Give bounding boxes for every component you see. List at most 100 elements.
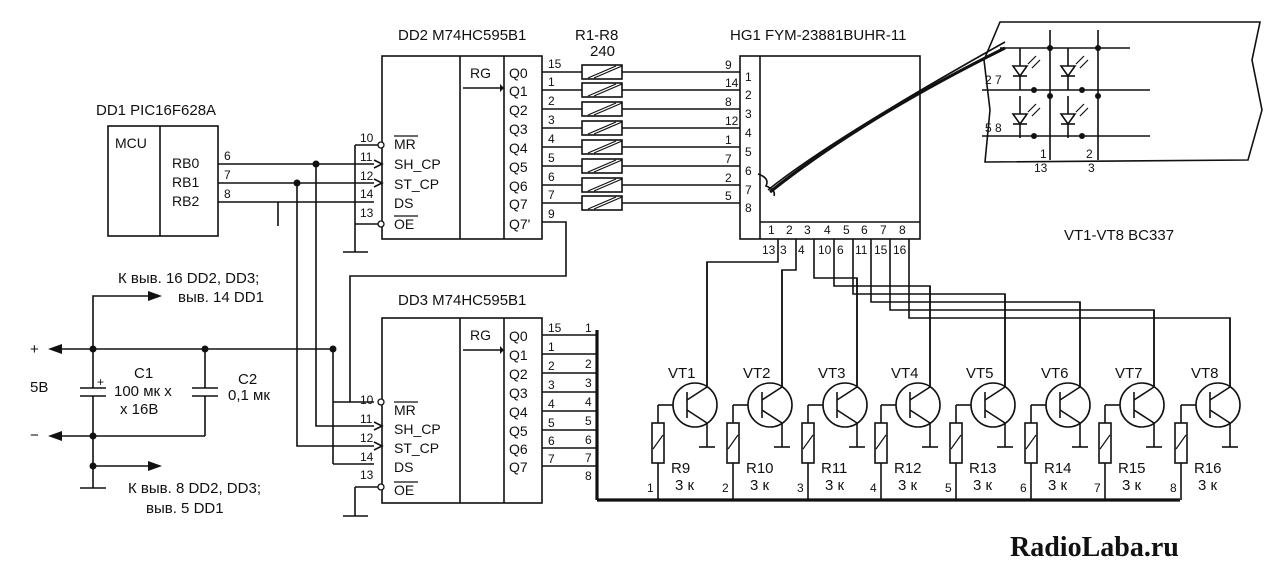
hg1-left-pin: 7 <box>725 152 732 166</box>
dd2-out: Q6 <box>509 178 528 194</box>
dd2-out: Q7 <box>509 196 528 212</box>
transistor-collector <box>984 386 1006 401</box>
led-ray <box>1027 103 1037 113</box>
led-diode <box>1011 65 1029 78</box>
resistor-value: 3 к <box>973 477 993 494</box>
dd3-in-oe: OE <box>394 482 414 498</box>
base-resistor-hatch <box>1099 434 1111 450</box>
hg1-row-number: 7 <box>745 183 752 197</box>
dd2-in-oe: OE <box>394 216 414 232</box>
dd3-pin-num: 13 <box>360 468 374 482</box>
led-ray <box>1031 107 1041 117</box>
dd2-body <box>381 55 543 240</box>
watermark: RadioLaba.ru <box>1010 532 1179 563</box>
power-voltage: 5В <box>30 379 48 396</box>
dd3-bus-number: 5 <box>585 414 592 428</box>
hg1-bottom-pin: 13 <box>762 243 776 257</box>
matrix-col-label: 1 <box>1040 147 1047 161</box>
dd3-pin-num: 12 <box>360 431 374 445</box>
transistors-label: VT1-VT8 BC337 <box>1064 227 1174 244</box>
column-route <box>706 256 779 387</box>
dd3-pin-num: 10 <box>360 393 374 407</box>
mcu-bus-wires <box>218 160 374 465</box>
dd3-pin-num: 15 <box>548 321 562 335</box>
dd3-bus-number: 6 <box>585 433 592 447</box>
transistor-emitter <box>909 409 931 424</box>
hg1-left-pin: 14 <box>725 76 739 90</box>
led-ray <box>1027 55 1037 65</box>
resistor-name: R12 <box>894 460 922 477</box>
dd1-pin-rb0: RB0 <box>172 155 199 171</box>
led-diode <box>1011 113 1029 126</box>
transistor-emitter <box>984 409 1006 424</box>
dd1-mcu: DD1 PIC16F628A MCU RB0 RB1 RB2 6 7 8 <box>96 102 231 237</box>
base-resistor-hatch <box>1025 434 1037 450</box>
row-resistor-hatch <box>587 159 617 173</box>
matrix-col-label: 3 <box>1088 161 1095 175</box>
power-section: К выв. 16 DD2, DD3; выв. 14 DD1 + 5В − +… <box>30 270 333 517</box>
hg1-bottom-pin: 4 <box>798 243 805 257</box>
hg1-row-number: 5 <box>745 145 752 159</box>
column-route <box>852 256 1006 387</box>
dd2-pin-num: 12 <box>360 169 374 183</box>
c1-name: C1 <box>134 365 153 382</box>
dd2-pin-num: 11 <box>360 150 373 164</box>
row-resistor-hatch <box>593 65 623 79</box>
c1-value-1: 100 мк х <box>114 383 172 400</box>
transistor-name: VT8 <box>1191 365 1219 382</box>
matrix-col-label: 13 <box>1034 161 1048 175</box>
hg1-col-number: 3 <box>804 223 811 237</box>
dd2-pin-num: 7 <box>548 188 555 202</box>
row-resistor-hatch <box>587 121 617 135</box>
bus-number: 8 <box>1170 481 1177 495</box>
dd2-out: Q3 <box>509 121 528 137</box>
bus-number: 4 <box>870 481 877 495</box>
dd2-pin-num: 5 <box>548 151 555 165</box>
row-resistor-hatch <box>587 83 617 97</box>
transistor-body <box>895 382 941 428</box>
transistor-body <box>1195 382 1241 428</box>
transistor-name: VT5 <box>966 365 994 382</box>
matrix-row-label: 2 <box>985 73 992 87</box>
resistor-value: 3 к <box>750 477 770 494</box>
dd2-pin-num: 10 <box>360 131 374 145</box>
power-top-note-1: К выв. 16 DD2, DD3; <box>118 270 259 287</box>
hg1-bottom-pin: 11 <box>855 243 868 257</box>
power-top-note-2: выв. 14 DD1 <box>178 289 264 306</box>
hg1-row-number: 2 <box>745 88 752 102</box>
dd3-bus-number: 3 <box>585 376 592 390</box>
dd2-pin-num: 14 <box>360 187 374 201</box>
transistor-body <box>1119 382 1165 428</box>
resistor-name: R11 <box>821 460 847 477</box>
row-resistors: R1-R8 240 <box>542 27 740 211</box>
dd3-in-ds: DS <box>394 459 413 475</box>
led-ray <box>1079 59 1089 69</box>
dd2-pin-num: 3 <box>548 113 555 127</box>
matrix-row-label: 7 <box>995 73 1002 87</box>
column-route <box>813 256 858 387</box>
hg1-row-number: 4 <box>745 126 752 140</box>
resistor-name: R13 <box>969 460 997 477</box>
dd2-pin-num: 1 <box>548 75 555 89</box>
transistor-collector <box>761 386 783 401</box>
resistor-name: R14 <box>1044 460 1072 477</box>
c2-name: C2 <box>238 371 257 388</box>
dd2-pin-num: 4 <box>548 132 555 146</box>
transistor-emitter <box>836 409 858 424</box>
hg1-left-pin: 5 <box>725 189 732 203</box>
base-resistor-hatch <box>802 434 814 450</box>
transistor-name: VT6 <box>1041 365 1069 382</box>
dd3-pin-num: 6 <box>548 434 555 448</box>
hg1-col-number: 2 <box>786 223 793 237</box>
transistor-name: VT1 <box>668 365 696 382</box>
bus-number: 2 <box>722 481 729 495</box>
hg1-col-number: 4 <box>824 223 831 237</box>
hg1-row-number: 3 <box>745 107 752 121</box>
dd3-bus-number: 1 <box>585 321 592 335</box>
column-route <box>908 256 1231 387</box>
hg1-left-pin: 9 <box>725 58 732 72</box>
dd3-in-stcp: ST_CP <box>394 440 439 456</box>
dd3-out: Q2 <box>509 366 528 382</box>
dd3-title: DD3 M74HC595B1 <box>398 292 526 309</box>
column-route <box>781 256 797 387</box>
